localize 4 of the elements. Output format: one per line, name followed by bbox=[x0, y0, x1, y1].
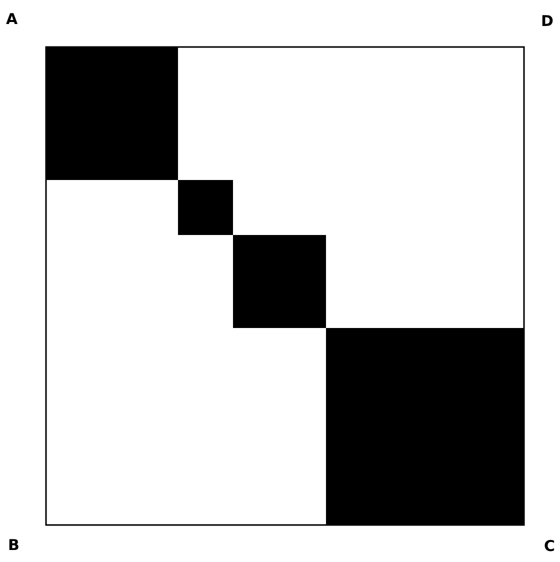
corner-label: B bbox=[8, 538, 20, 553]
corner-label: D bbox=[541, 14, 554, 29]
corner-label: C bbox=[544, 539, 556, 554]
corner-label: A bbox=[6, 12, 18, 27]
